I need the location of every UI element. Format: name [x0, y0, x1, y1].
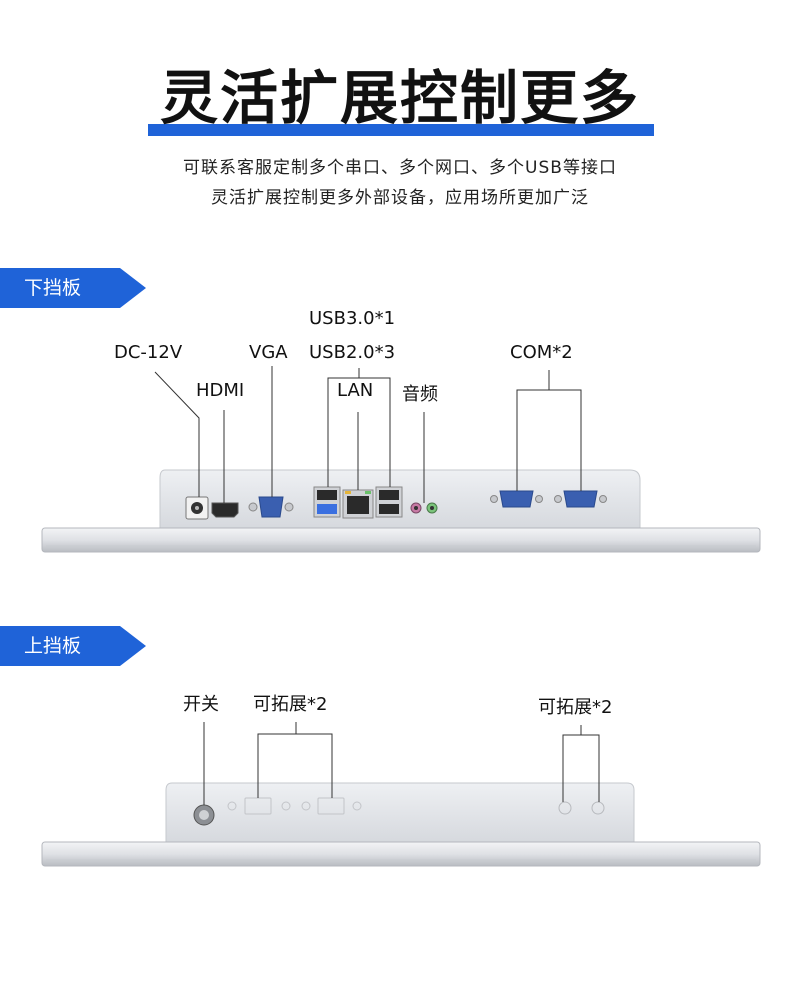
title-underline	[148, 124, 654, 136]
label-audio: 音频	[402, 384, 438, 405]
label-lan: LAN	[337, 380, 374, 401]
lan-port	[342, 489, 374, 519]
expansion-knockouts-right	[558, 801, 605, 815]
top-leader-lines	[203, 722, 600, 805]
label-switch: 开关	[183, 694, 219, 715]
bottom-leader-lines	[154, 366, 582, 503]
label-hdmi: HDMI	[196, 380, 245, 401]
subtitle-line-1: 可联系客服定制多个串口、多个网口、多个USB等接口	[183, 158, 617, 178]
label-expand-left: 可拓展*2	[253, 694, 328, 715]
label-usb3: USB3.0*1	[309, 308, 396, 329]
bottom-panel-tag: 下挡板	[0, 268, 146, 308]
expansion-knockouts-left	[227, 797, 362, 815]
hdmi-port	[211, 502, 239, 518]
label-vga: VGA	[249, 342, 288, 363]
com-port-1	[490, 490, 543, 508]
com-port-2	[554, 490, 607, 508]
label-usb2: USB2.0*3	[309, 342, 396, 363]
top-panel	[41, 722, 761, 867]
vga-port	[248, 496, 294, 518]
subtitle-line-2: 灵活扩展控制更多外部设备，应用场所更加广泛	[211, 188, 589, 208]
dc-jack-port	[185, 496, 209, 520]
usb-stack-right	[375, 486, 403, 518]
label-dc: DC-12V	[114, 342, 183, 363]
top-panel-tag: 上挡板	[0, 626, 146, 666]
bottom-panel	[41, 366, 761, 553]
audio-ports	[410, 502, 438, 514]
label-expand-right: 可拓展*2	[538, 697, 613, 718]
power-switch	[193, 804, 215, 826]
label-com: COM*2	[510, 342, 573, 363]
usb-stack-left	[313, 486, 341, 518]
page-title: 灵活扩展控制更多	[159, 64, 640, 132]
